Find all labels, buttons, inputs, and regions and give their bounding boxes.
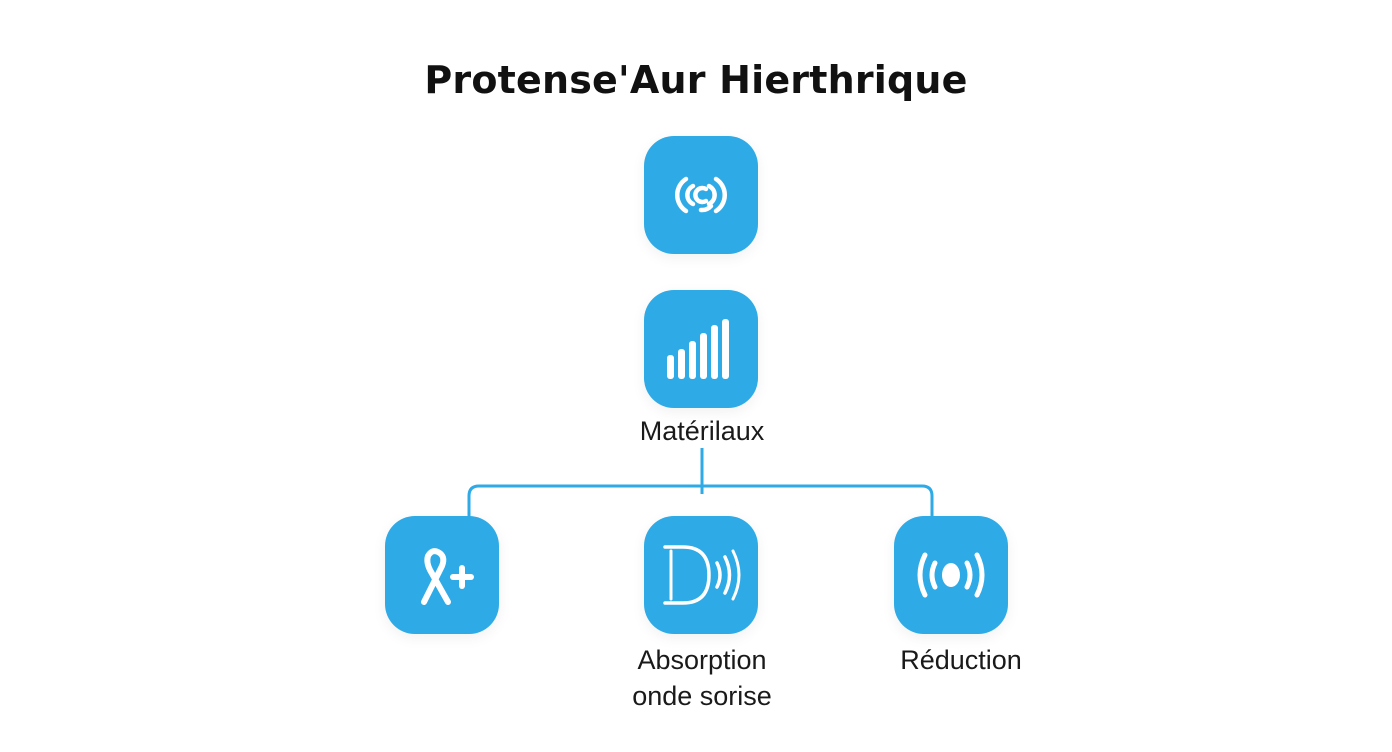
diagram-title: Protense'Aur Hierthrique [424,58,968,102]
node-reduction-label: Réduction [900,645,1022,675]
node-absorption[interactable] [644,516,758,634]
broadcast-icon [917,552,985,598]
sound-wave-d-icon [663,545,741,605]
ribbon-plus-icon [421,548,474,605]
node-left[interactable] [385,516,499,634]
node-materials-label: Matérilaux [639,416,765,446]
node-materials[interactable] [644,290,758,408]
radiating-signal-icon [675,176,727,214]
connector-horizontal-bar [467,484,934,518]
node-reduction[interactable] [894,516,1008,634]
bar-graph-icon [667,319,729,379]
node-absorption-label-line1: Absorption [637,645,767,675]
node-absorption-label-line2: onde sorise [632,681,772,711]
node-top[interactable] [644,136,758,254]
